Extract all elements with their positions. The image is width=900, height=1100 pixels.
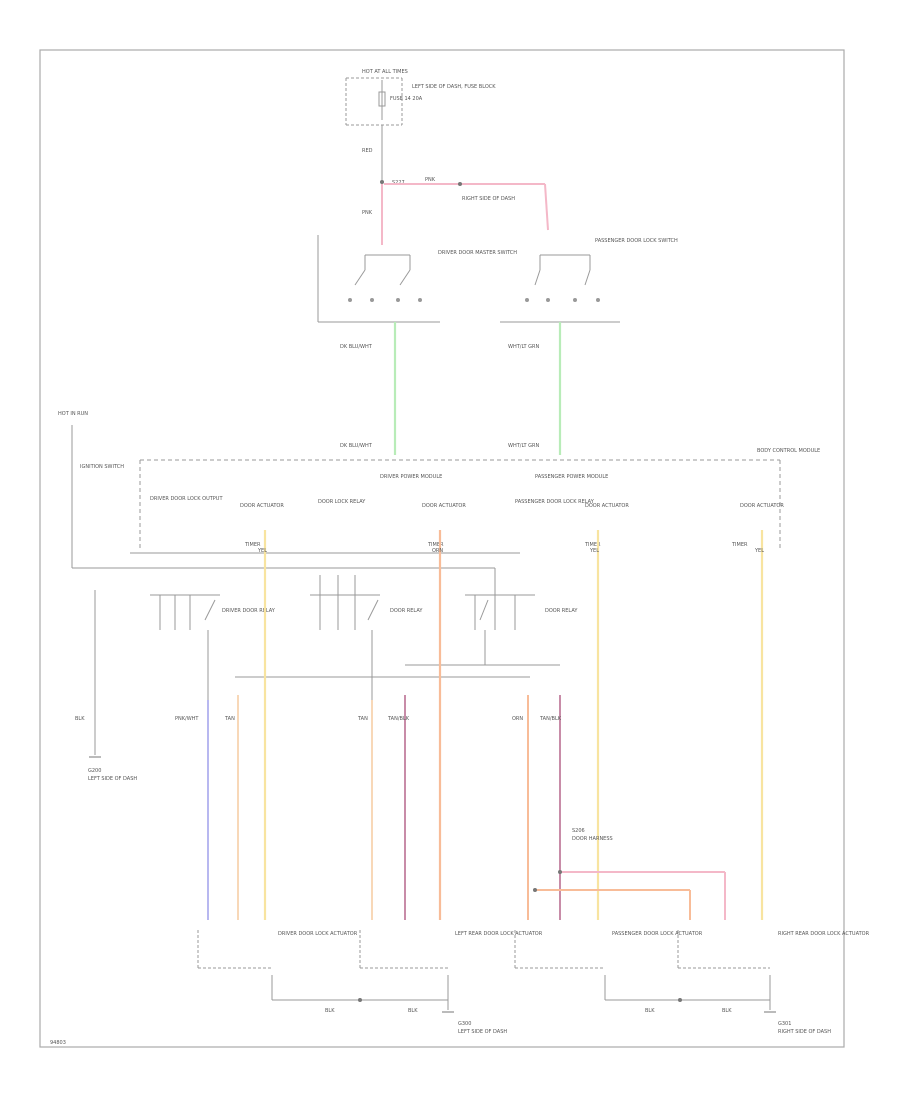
splice-mid-label: S206: [572, 828, 585, 834]
ground-rr-note: RIGHT SIDE OF DASH: [778, 1029, 831, 1035]
wire-label-yel-2: YEL: [589, 548, 599, 554]
fuse-label: FUSE 14 20A: [390, 96, 423, 102]
rr-actuator-label: RIGHT REAR DOOR LOCK ACTUATOR: [778, 931, 870, 937]
wire-label-blk-left: BLK: [75, 716, 85, 722]
driver-circuit-label: DK BLU/WHT: [340, 344, 373, 350]
diagram-frame: [39, 49, 845, 1048]
passenger-switch-label: PASSENGER DOOR LOCK SWITCH: [595, 238, 678, 244]
ground-label: G200: [88, 768, 101, 774]
driver-module-label: DRIVER POWER MODULE: [380, 474, 442, 480]
door-lock-relay-label: DOOR LOCK RELAY: [318, 499, 366, 505]
driver-lock-output-label: DRIVER DOOR LOCK OUTPUT: [150, 496, 223, 502]
wire-label-blk-bottom-3: BLK: [645, 1008, 655, 1014]
wire-label-blk-bottom-2: BLK: [408, 1008, 418, 1014]
hot-in-run-label: HOT IN RUN: [58, 411, 88, 417]
ground-note: LEFT SIDE OF DASH: [88, 776, 137, 782]
actuator-lf: DRIVER DOOR LOCK ACTUATOR: [197, 930, 358, 969]
actuator-label-4: DOOR ACTUATOR: [740, 503, 784, 509]
driver-door-relay-label: DRIVER DOOR RELAY: [222, 608, 276, 614]
passenger-lock-switch: PASSENGER DOOR LOCK SWITCH: [500, 238, 678, 323]
timer-label-4: TIMER: [731, 542, 748, 548]
wire-label-blk-bottom-1: BLK: [325, 1008, 335, 1014]
driver-master-switch: DRIVER DOOR MASTER SWITCH: [317, 235, 517, 323]
body-control-module: DRIVER POWER MODULE PASSENGER POWER MODU…: [139, 448, 820, 548]
passenger-circuit-label-2: WHT/LT GRN: [508, 443, 540, 449]
ground-lr-label: G300: [458, 1021, 471, 1027]
page-id: 94803: [50, 1040, 66, 1046]
splice-mid-note: DOOR HARNESS: [572, 836, 613, 842]
driver-circuit-label-2: DK BLU/WHT: [340, 443, 373, 449]
passenger-lock-relay-label: PASSENGER DOOR LOCK RELAY: [515, 499, 595, 505]
relay-cluster-driver: DRIVER DOOR RELAY: [150, 594, 276, 700]
wire-label-tan-1: TAN: [224, 716, 235, 722]
ground-rr-label: G301: [778, 1021, 791, 1027]
passenger-circuit-label: WHT/LT GRN: [508, 344, 540, 350]
lr-actuator-label: LEFT REAR DOOR LOCK ACTUATOR: [455, 931, 543, 937]
top-fuse-block-label: LEFT SIDE OF DASH, FUSE BLOCK: [412, 84, 496, 90]
wire-label-yel-1: YEL: [257, 548, 267, 554]
door-relay-label-2: DOOR RELAY: [390, 608, 423, 614]
wire-label-tan-2: TAN: [357, 716, 368, 722]
timer-label-1: TIMER: [244, 542, 261, 548]
hot-at-all-times-label: HOT AT ALL TIMES: [362, 69, 408, 75]
wire-label-red: RED: [362, 148, 373, 154]
actuator-label-2: DOOR ACTUATOR: [422, 503, 466, 509]
fuse-block: HOT AT ALL TIMES FUSE 14 20A LEFT SIDE O…: [345, 69, 496, 126]
relay-cluster-middle: DOOR RELAY: [310, 575, 423, 700]
ignition-switch-label: IGNITION SWITCH: [80, 464, 124, 470]
wire-label-pnk-top: PNK: [425, 177, 436, 183]
passenger-module-label: PASSENGER POWER MODULE: [535, 474, 608, 480]
wire-label-orn-1: ORN: [432, 548, 443, 554]
ground-lr-note: LEFT SIDE OF DASH: [458, 1029, 507, 1035]
timer-label-3: TIMER: [584, 542, 601, 548]
wire-label-pnk-driver: PNK: [362, 210, 373, 216]
timer-label-2: TIMER: [427, 542, 444, 548]
wire-label-pnk-wht: PNK/WHT: [175, 716, 199, 722]
wire-label-orn-2: ORN: [512, 716, 523, 722]
wire-label-blk-bottom-4: BLK: [722, 1008, 732, 1014]
actuator-rr: RIGHT REAR DOOR LOCK ACTUATOR: [677, 930, 870, 969]
wire-label-tan-blk-2: TAN/BLK: [539, 716, 562, 722]
fuse-symbol: [378, 91, 386, 107]
relay-cluster-passenger: DOOR RELAY: [465, 568, 578, 665]
actuator-lr: LEFT REAR DOOR LOCK ACTUATOR: [359, 930, 543, 969]
splice-note-top: RIGHT SIDE OF DASH: [462, 196, 515, 202]
rf-actuator-label: PASSENGER DOOR LOCK ACTUATOR: [612, 931, 703, 937]
door-relay-label-3: DOOR RELAY: [545, 608, 578, 614]
actuator-rf: PASSENGER DOOR LOCK ACTUATOR: [514, 930, 703, 969]
actuator-label-1: DOOR ACTUATOR: [240, 503, 284, 509]
driver-master-switch-label: DRIVER DOOR MASTER SWITCH: [438, 250, 517, 256]
wire-label-tan-blk-1: TAN/BLK: [387, 716, 410, 722]
lf-actuator-label: DRIVER DOOR LOCK ACTUATOR: [278, 931, 358, 937]
wire-label-yel-3: YEL: [754, 548, 764, 554]
body-control-label: BODY CONTROL MODULE: [757, 448, 820, 454]
actuator-label-3: DOOR ACTUATOR: [585, 503, 629, 509]
